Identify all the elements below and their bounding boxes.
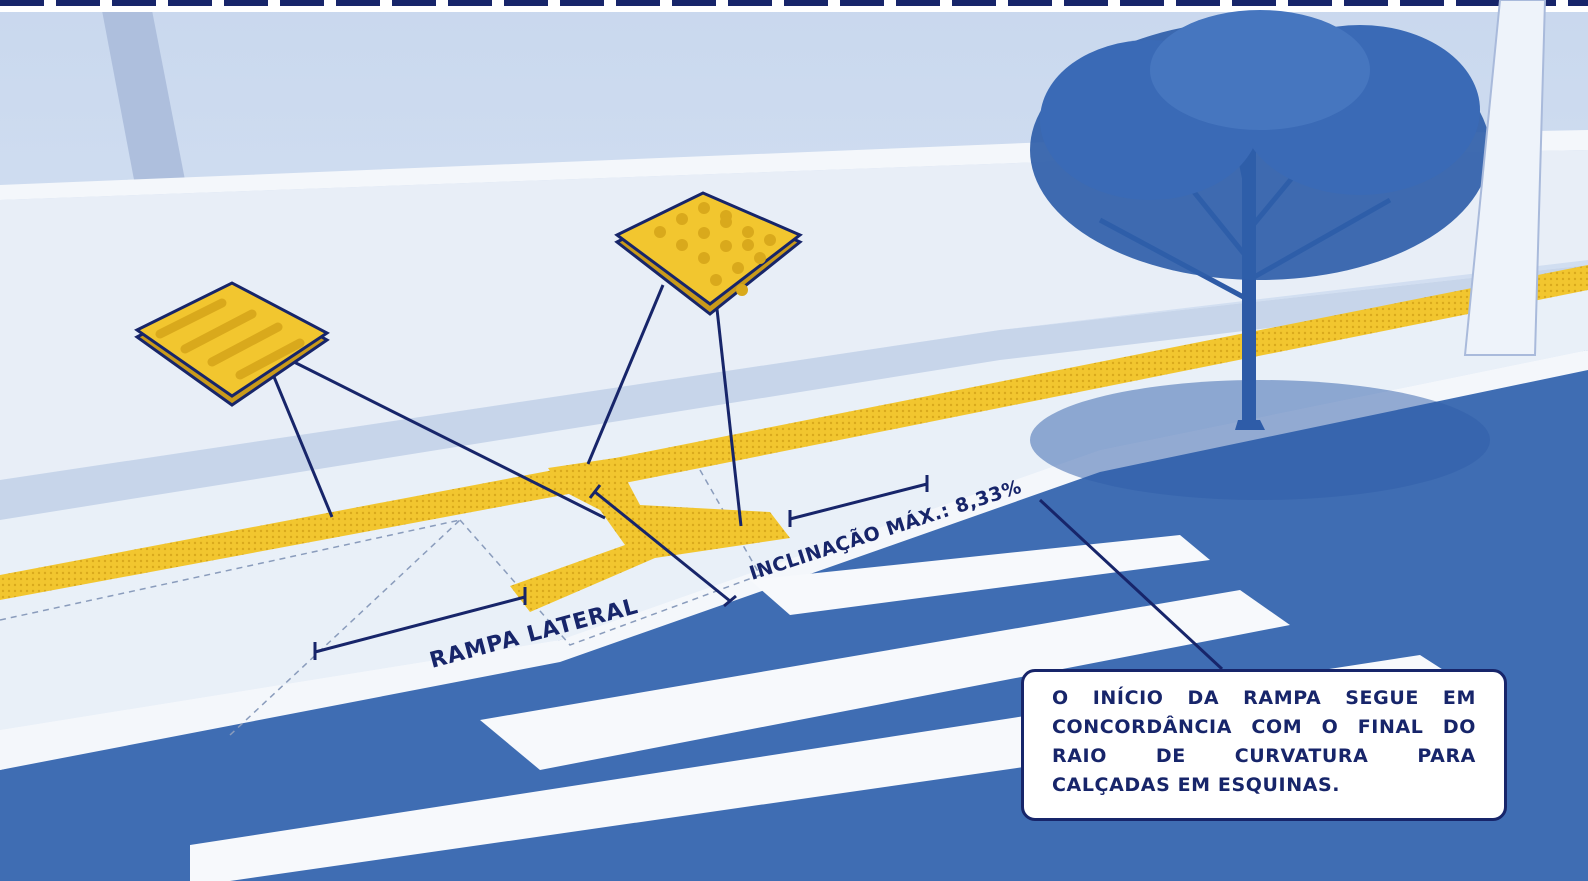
tactile-directional-strip	[0, 265, 1588, 600]
curb	[0, 350, 1588, 770]
note-callout: O INÍCIO DA RAMPA SEGUE EM CONCORDÂNCIA …	[1021, 669, 1507, 821]
directional-tactile-tile-icon	[134, 281, 330, 407]
tree-icon	[1030, 10, 1490, 500]
pole	[1463, 0, 1547, 356]
dimension-bars	[313, 475, 929, 660]
wall-pillar	[100, 0, 185, 185]
leader-lines	[270, 284, 1224, 671]
sidewalk	[0, 265, 1588, 730]
sidewalk-strip	[0, 265, 1588, 520]
top-border	[0, 0, 1588, 12]
note-text: O INÍCIO DA RAMPA SEGUE EM CONCORDÂNCIA …	[1052, 687, 1476, 796]
warning-tactile-tile-icon	[614, 191, 803, 316]
